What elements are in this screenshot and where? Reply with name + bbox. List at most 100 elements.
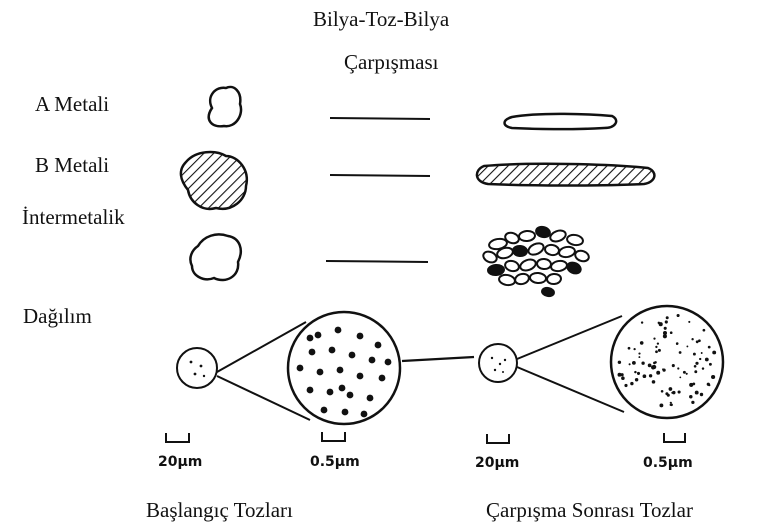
dispersoid bbox=[692, 383, 695, 386]
scale-label-3: 20μm bbox=[475, 456, 519, 470]
metal-a-arrow bbox=[330, 118, 430, 119]
dispersoid bbox=[659, 322, 663, 326]
dispersoid bbox=[706, 359, 708, 361]
dispersion-arrow bbox=[402, 357, 474, 361]
dispersoid bbox=[634, 371, 636, 373]
dispersoid bbox=[683, 371, 686, 374]
scale-label-2: 0.5μm bbox=[310, 455, 360, 469]
dispersoid bbox=[665, 320, 668, 323]
dispersoid bbox=[628, 347, 631, 350]
dispersoid bbox=[663, 331, 667, 335]
title-line-2: Çarpışması bbox=[344, 52, 439, 73]
metal-a-flattened-particle bbox=[505, 114, 617, 129]
scale-bar-2 bbox=[322, 432, 345, 441]
dispersoid bbox=[711, 375, 715, 379]
dispersion-initial-magnified-view bbox=[288, 312, 400, 424]
dispersion-after-zoom-line-top bbox=[517, 316, 622, 359]
intermetallic-fragment bbox=[541, 287, 554, 297]
dispersoid bbox=[655, 350, 658, 353]
dispersoid bbox=[317, 369, 324, 376]
dispersoid bbox=[635, 378, 638, 381]
intermetallic-fragment bbox=[535, 225, 551, 238]
dispersoid bbox=[629, 363, 631, 365]
dispersoid bbox=[677, 367, 679, 369]
dispersoid bbox=[339, 385, 346, 392]
dispersoid bbox=[385, 359, 392, 366]
dispersoid bbox=[652, 365, 656, 369]
intermetallic-fragment bbox=[504, 259, 520, 272]
dispersoid bbox=[701, 352, 703, 354]
scale-label-4: 0.5μm bbox=[643, 456, 693, 470]
dispersoid bbox=[657, 342, 659, 344]
dispersoid bbox=[297, 365, 304, 372]
dispersoid bbox=[327, 389, 334, 396]
intermetallic-fragment bbox=[513, 245, 528, 256]
intermetallic-fragmented-particles bbox=[482, 225, 591, 297]
dispersoid bbox=[699, 358, 701, 360]
intermetallic-fragment bbox=[537, 258, 552, 269]
dispersoid bbox=[670, 404, 673, 407]
dispersoid bbox=[379, 375, 386, 382]
dispersoid bbox=[661, 390, 664, 393]
scale-label-1: 20μm bbox=[158, 455, 202, 469]
dispersoid bbox=[307, 387, 314, 394]
intermetallic-fragment bbox=[558, 246, 575, 259]
dispersoid bbox=[624, 384, 627, 387]
dispersoid bbox=[641, 321, 643, 323]
metal-b-flattened-particle bbox=[477, 164, 654, 186]
dispersoid bbox=[659, 403, 663, 407]
dispersoid bbox=[656, 371, 660, 375]
dispersoid bbox=[638, 353, 640, 355]
intermetallic-fragment bbox=[574, 249, 591, 263]
intermetallic-fragment bbox=[519, 258, 537, 273]
dispersoid bbox=[662, 368, 664, 370]
dispersoid bbox=[653, 362, 656, 365]
intermetallic-fragment bbox=[550, 260, 567, 273]
intermetallic-fragment bbox=[482, 250, 499, 265]
intermetallic-fragment bbox=[566, 234, 583, 247]
dispersoid bbox=[678, 390, 681, 393]
dispersoid bbox=[688, 321, 690, 323]
dispersion-initial-small-particle bbox=[177, 348, 217, 388]
caption-post-collision-powders: Çarpışma Sonrası Tozlar bbox=[486, 500, 693, 521]
dispersoid bbox=[357, 373, 364, 380]
dispersoid bbox=[315, 332, 322, 339]
dispersoid bbox=[618, 361, 621, 364]
dispersoid bbox=[648, 364, 652, 368]
dispersoid bbox=[666, 316, 669, 319]
dispersoid bbox=[691, 338, 693, 340]
dispersoid bbox=[665, 392, 668, 395]
dispersoid bbox=[638, 356, 640, 358]
metal-a-initial-particle bbox=[209, 87, 241, 126]
dispersoid bbox=[694, 365, 697, 368]
intermetallic-fragment bbox=[519, 230, 536, 241]
intermetallic-fragment bbox=[488, 264, 505, 275]
dispersoid bbox=[679, 377, 681, 379]
dispersion-initial-dispersoids bbox=[297, 327, 392, 418]
row-label-metal-b: B Metali bbox=[35, 155, 109, 176]
dispersoid bbox=[649, 374, 652, 377]
intermetallic-fragment bbox=[544, 244, 560, 256]
dispersion-after-group bbox=[479, 306, 723, 418]
dispersoid bbox=[677, 314, 680, 317]
dispersoid bbox=[309, 349, 316, 356]
dispersoid bbox=[670, 331, 673, 334]
metal-b-arrow bbox=[330, 175, 430, 176]
dispersoid bbox=[669, 387, 673, 391]
row-label-intermetallic: İntermetalik bbox=[22, 207, 125, 228]
dispersoid bbox=[643, 374, 647, 378]
dispersion-after-small-particle bbox=[479, 344, 517, 382]
dispersoid bbox=[709, 363, 712, 366]
dispersoid bbox=[700, 393, 703, 396]
dispersoid bbox=[703, 329, 706, 332]
scale-bar-1 bbox=[166, 433, 189, 442]
dispersoid bbox=[655, 346, 657, 348]
dispersoid bbox=[347, 392, 354, 399]
dispersoid bbox=[653, 338, 655, 340]
dispersion-initial-group bbox=[177, 312, 400, 424]
intermetallic-fragment bbox=[566, 261, 583, 276]
row-label-dispersion: Dağılım bbox=[23, 306, 92, 327]
dispersoid bbox=[335, 327, 342, 334]
